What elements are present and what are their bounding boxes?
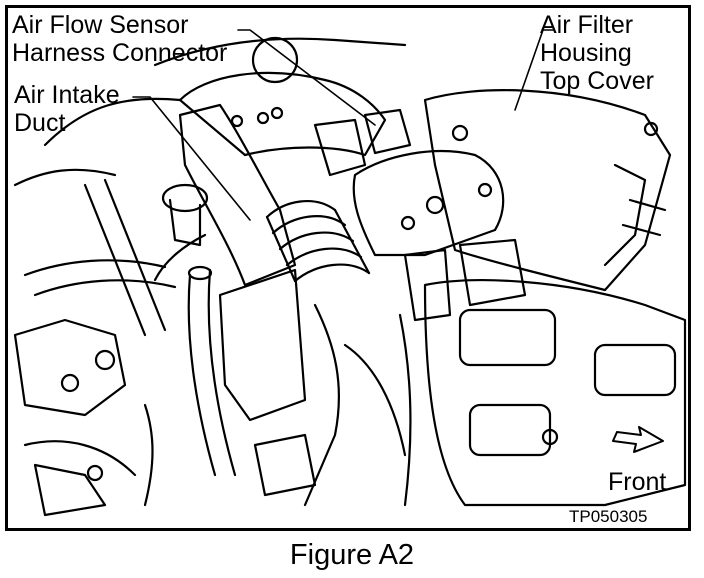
air-filter-cover-shape — [423, 89, 672, 292]
air-intake-duct-shape — [178, 103, 297, 287]
leader-top-cover — [514, 29, 554, 111]
engine-bay-illustration — [5, 5, 691, 531]
front-arrow-icon — [612, 426, 664, 453]
valve-shape — [161, 183, 209, 213]
strut-tower-shape — [178, 71, 387, 157]
air-flow-sensor-body — [352, 149, 505, 257]
air-filter-lower-case — [423, 279, 687, 507]
coolant-hose — [187, 268, 237, 477]
leader-air-flow-sensor — [237, 29, 376, 126]
label-air-flow-sensor-harness-connector: Air Flow Sensor Harness Connector — [12, 11, 228, 67]
label-air-intake-duct: Air Intake Duct — [14, 81, 120, 137]
figure-border — [5, 5, 691, 531]
strut-mount-circle — [251, 36, 299, 84]
reference-code: TP050305 — [569, 507, 648, 526]
label-front: Front — [608, 468, 667, 496]
sensor-connector-shape — [313, 118, 367, 177]
sensor-bracket-shape — [13, 318, 127, 417]
intake-bellows — [265, 200, 371, 283]
leader-air-intake-duct — [132, 96, 251, 221]
figure-caption: Figure A2 — [289, 539, 415, 571]
label-air-filter-housing-top-cover: Air Filter Housing Top Cover — [540, 11, 654, 95]
